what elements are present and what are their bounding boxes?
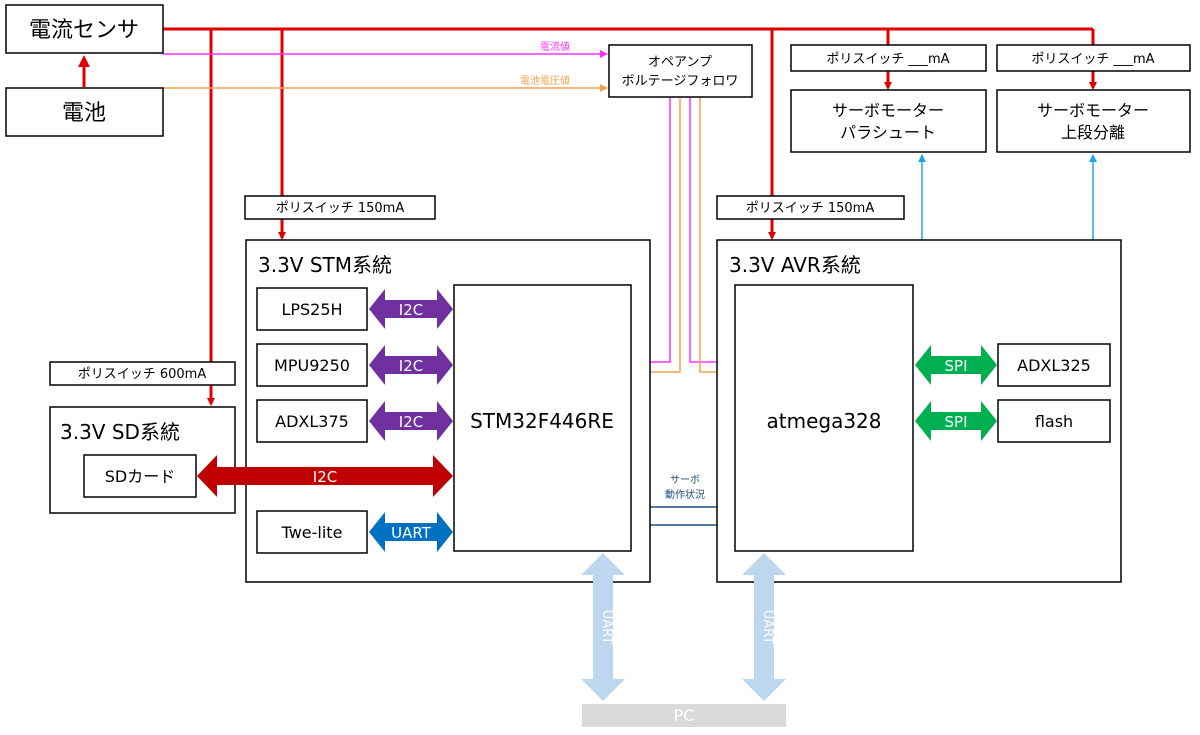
servo-parachute-label-2: パラシュート (840, 123, 936, 142)
i2c-label-lps25h: I2C (399, 301, 423, 319)
pc-uart-arrow-stm (581, 553, 625, 701)
servo-status-label-2: 動作状況 (665, 488, 705, 501)
twelite-box (256, 510, 368, 554)
opamp-label-2: ボルテージフォロワ (622, 74, 739, 89)
stm-system-title: 3.3V STM系統 (258, 253, 392, 277)
polyswitch-servo-right-label: ポリスイッチ ___mA (1031, 52, 1154, 67)
pc-box (582, 704, 786, 727)
opamp-block: オペアンプ ボルテージフォロワ (608, 44, 753, 98)
pc-uart-label-avr: UART (760, 610, 775, 644)
current-signal-label: 電流値 (540, 40, 570, 53)
uart-arrow-twelite (369, 512, 453, 552)
pc-connection: PC UART UART (581, 553, 786, 727)
sd-system-title: 3.3V SD系統 (60, 420, 180, 444)
sd-card-label: SDカード (105, 467, 175, 486)
adxl325-box (997, 343, 1111, 387)
voltage-signal-label: 電池電圧値 (520, 74, 570, 87)
polyswitch-servo-left: ポリスイッチ ___mA (790, 44, 987, 72)
polyswitch-servo-left-label: ポリスイッチ ___mA (826, 52, 949, 67)
sd-system-block: 3.3V SD系統 SDカード (49, 406, 236, 514)
polyswitch-avr-label: ポリスイッチ 150mA (746, 201, 875, 216)
pc-uart-arrow-avr (742, 553, 786, 701)
flash-label: flash (1035, 412, 1073, 431)
pc-uart-label-stm: UART (599, 610, 614, 644)
i2c-arrow-mpu9250 (369, 345, 453, 385)
current-sensor-label: 電流センサ (29, 18, 139, 43)
servo-status-label-1: サーボ (670, 474, 700, 486)
servo-stage-separation-label-1: サーボモーター (1037, 101, 1149, 120)
opamp-label-1: オペアンプ (648, 55, 712, 70)
adxl375-box (256, 399, 368, 443)
sd-i2c-label: I2C (313, 468, 337, 486)
mpu9250-label: MPU9250 (274, 356, 350, 375)
adxl325-label: ADXL325 (1017, 356, 1091, 375)
polyswitch-stm: ポリスイッチ 150mA (244, 195, 436, 220)
uart-label-twelite: UART (391, 524, 432, 542)
stm-system-block: 3.3V STM系統 STM32F446RE LPS25H MPU9250 AD… (245, 239, 651, 583)
adxl375-label: ADXL375 (275, 412, 349, 431)
battery-label: 電池 (62, 101, 106, 126)
servo-status-lines: サーボ 動作状況 (633, 474, 735, 529)
spi-label-adxl325: SPI (945, 357, 968, 375)
polyswitch-servo-right: ポリスイッチ ___mA (996, 44, 1191, 72)
spi-label-flash: SPI (945, 413, 968, 431)
avr-mcu-label: atmega328 (766, 409, 881, 433)
twelite-label: Twe-lite (281, 523, 343, 542)
battery-block: 電池 (5, 87, 164, 137)
sd-i2c-arrow (197, 455, 453, 497)
polyswitch-avr: ポリスイッチ 150mA (716, 195, 905, 220)
polyswitch-sd: ポリスイッチ 600mA (49, 361, 236, 386)
avr-mcu-box (734, 284, 914, 552)
avr-system-block: 3.3V AVR系統 atmega328 ADXL325 flash SPI S… (716, 239, 1122, 583)
i2c-label-adxl375: I2C (399, 413, 423, 431)
sd-card-box (83, 454, 197, 498)
polyswitch-sd-label: ポリスイッチ 600mA (78, 367, 207, 382)
mpu9250-box (256, 343, 368, 387)
lps25h-label: LPS25H (281, 300, 342, 319)
servo-parachute-block: サーボモーター パラシュート (790, 89, 987, 153)
lps25h-box (256, 287, 368, 331)
current-sensor-block: 電流センサ (5, 4, 164, 54)
servo-parachute-label-1: サーボモーター (832, 101, 944, 120)
i2c-arrow-lps25h (369, 289, 453, 329)
stm-mcu-label: STM32F446RE (470, 409, 614, 433)
stm-mcu-box (453, 284, 632, 552)
spi-arrow-flash (915, 401, 997, 441)
flash-box (997, 399, 1111, 443)
spi-arrow-adxl325 (915, 345, 997, 385)
avr-system-title: 3.3V AVR系統 (729, 253, 861, 277)
pc-label: PC (674, 706, 695, 725)
i2c-arrow-adxl375 (369, 401, 453, 441)
servo-stage-separation-label-2: 上段分離 (1061, 123, 1125, 142)
polyswitch-stm-label: ポリスイッチ 150mA (276, 201, 405, 216)
servo-stage-separation-block: サーボモーター 上段分離 (996, 89, 1191, 153)
i2c-label-mpu9250: I2C (399, 357, 423, 375)
